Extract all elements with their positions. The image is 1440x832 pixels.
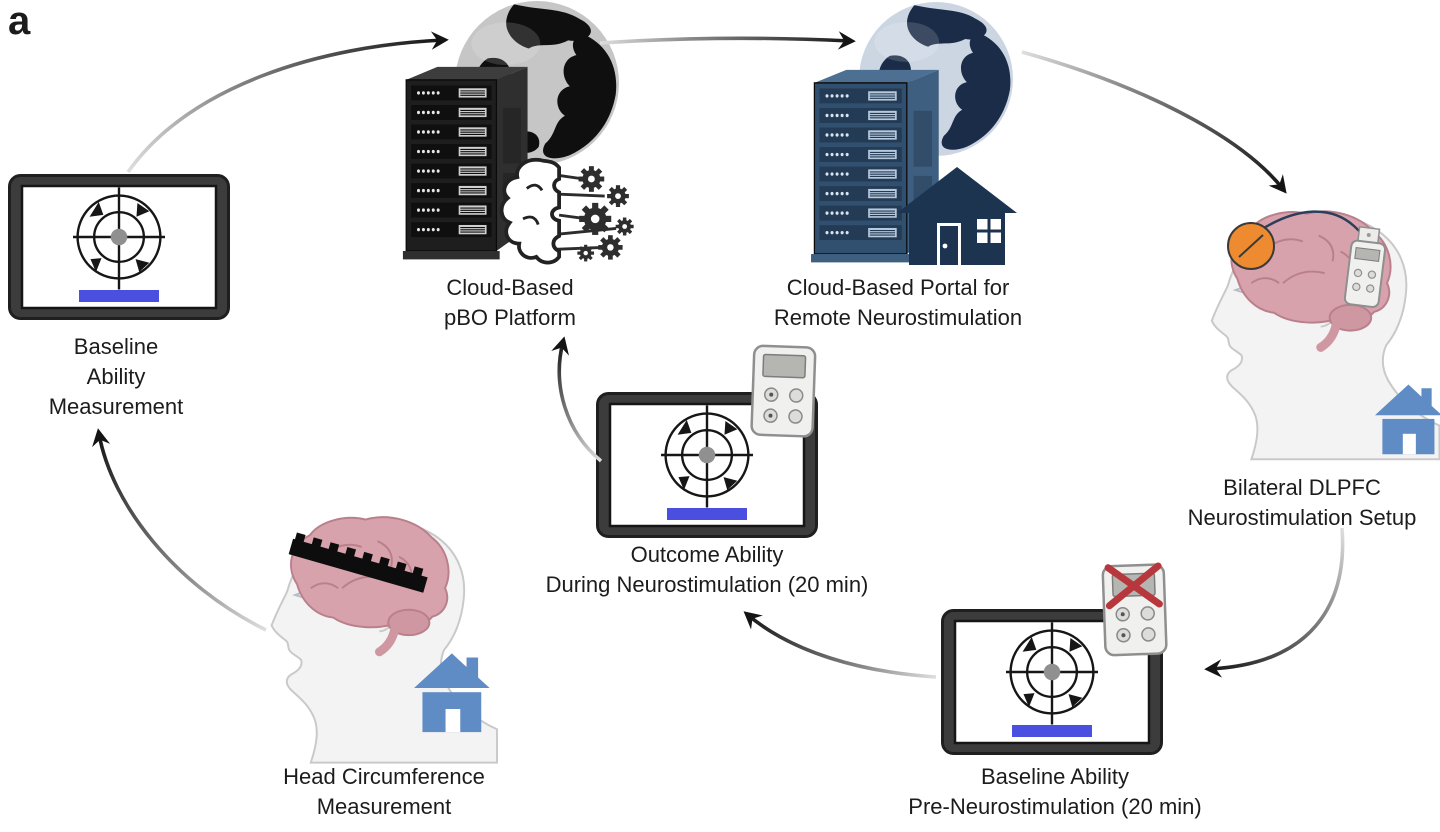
label-head-circumference: Head Circumference Measurement xyxy=(283,764,485,819)
arrow-outcome-to-pbo xyxy=(551,336,603,463)
arrow-baseline-to-pbo xyxy=(126,31,449,174)
label-cloud-portal: Cloud-Based Portal for Remote Neurostimu… xyxy=(773,275,1023,330)
panel-label: a xyxy=(8,0,31,43)
arrow-pbo-to-portal xyxy=(599,31,856,50)
label-dlpfc-setup: Bilateral DLPFC Neurostimulation Setup xyxy=(1187,475,1417,530)
brain-gears-icon xyxy=(499,157,634,265)
red-x-icon xyxy=(1104,562,1163,610)
head-circumference-figure xyxy=(272,517,497,762)
label-baseline-pre: Baseline Ability Pre-Neurostimulation (2… xyxy=(908,764,1202,819)
arrow-dlpfc-to-baseline-pre xyxy=(1204,527,1345,678)
label-outcome-ability: Outcome Ability During Neurostimulation … xyxy=(545,542,869,597)
stimulator-device-icon xyxy=(1343,225,1387,308)
baseline-measurement-tablet-icon xyxy=(10,176,229,319)
measuring-tape-icon xyxy=(288,532,428,593)
label-baseline-measurement: Baseline Ability Measurement xyxy=(48,334,184,419)
arrow-baseline-pre-to-outcome xyxy=(743,611,937,679)
arrow-portal-to-dlpfc xyxy=(1021,50,1287,194)
stimulator-remote-off-icon xyxy=(1101,562,1168,657)
dlpfc-head-figure xyxy=(1212,211,1440,459)
arrow-circumference-to-baseline xyxy=(92,428,267,632)
label-pbo-platform: Cloud-Based pBO Platform xyxy=(443,275,577,330)
stimulator-remote-icon xyxy=(750,344,817,438)
flow-arrows xyxy=(92,31,1345,679)
